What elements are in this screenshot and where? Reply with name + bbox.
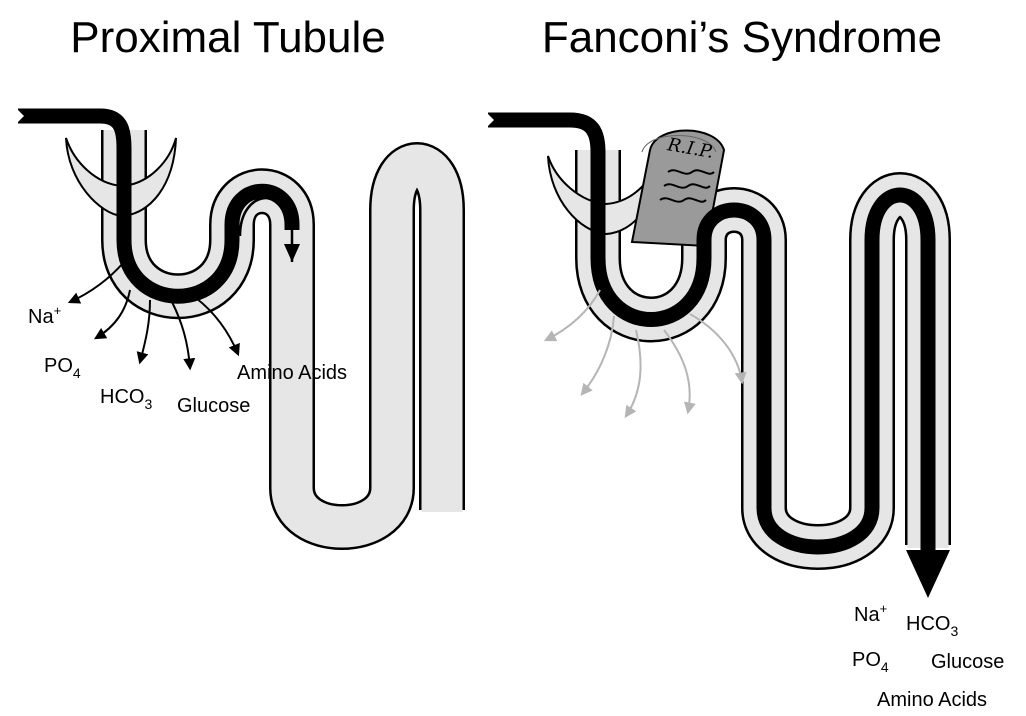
right-outflow-arrowhead	[906, 550, 950, 598]
label-amino-acids: Amino Acids	[237, 362, 347, 384]
label-excreted-hco3: HCO3	[906, 613, 958, 639]
label-glucose: Glucose	[177, 395, 250, 417]
label-po4: PO4	[44, 355, 81, 381]
faded-arrow-4	[664, 330, 690, 412]
left-tubule-lumen	[124, 130, 442, 527]
label-excreted-glucose: Glucose	[931, 651, 1004, 673]
label-na: Na+	[28, 303, 61, 328]
right-panel-title: Fanconi’s Syndrome	[542, 13, 942, 62]
label-excreted-po4: PO4	[852, 649, 889, 675]
left-panel-title: Proximal Tubule	[70, 13, 385, 62]
left-filtrate-inlet-notch	[12, 104, 24, 128]
proximal-tubule-panel: Proximal Tubule Na+ PO4 HCO3 Glucose Ami…	[12, 13, 442, 527]
fanconi-syndrome-panel: Fanconi’s Syndrome R.I.P. Na+ HCO3 PO4	[482, 13, 1004, 711]
right-filtrate-inlet-notch	[482, 108, 494, 132]
faded-arrow-3	[626, 330, 641, 416]
label-excreted-amino-acids: Amino Acids	[877, 689, 987, 711]
label-excreted-na: Na+	[854, 601, 887, 626]
label-hco3: HCO3	[100, 386, 152, 412]
